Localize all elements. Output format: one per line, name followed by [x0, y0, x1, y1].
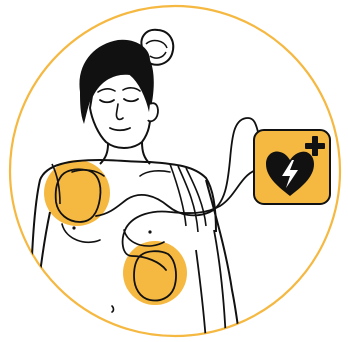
aed-device: [254, 130, 330, 204]
nipple-right: [148, 230, 151, 233]
nipple-left: [72, 226, 75, 229]
